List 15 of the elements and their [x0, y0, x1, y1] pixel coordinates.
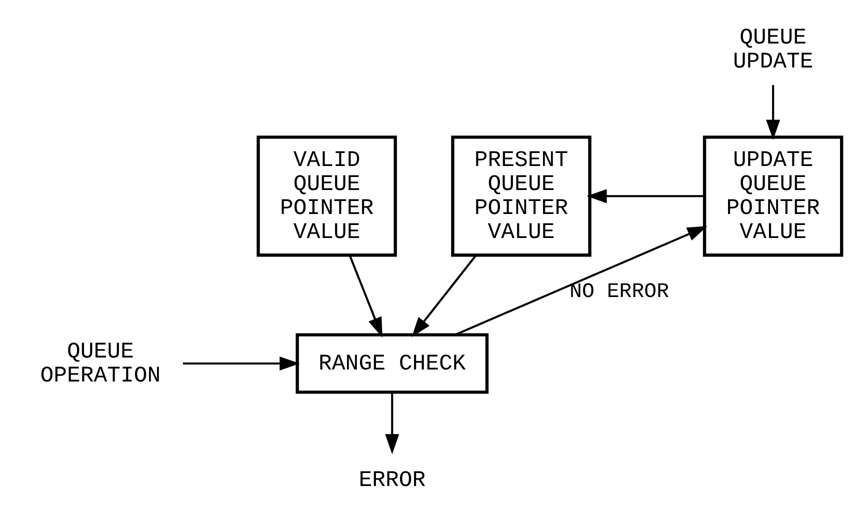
arrow — [586, 189, 705, 204]
arrow — [182, 356, 300, 371]
node-text: QUEUE OPERATION — [40, 338, 161, 388]
node-box: VALID QUEUE POINTER VALUE — [256, 136, 397, 257]
node-box: UPDATE QUEUE POINTER VALUE — [702, 136, 844, 257]
node-box: PRESENT QUEUE POINTER VALUE — [451, 136, 592, 257]
arrow — [348, 254, 382, 338]
node-box: RANGE CHECK — [296, 333, 489, 394]
node-text: QUEUE UPDATE — [732, 24, 814, 74]
arrow — [412, 254, 477, 338]
arrow — [454, 226, 708, 336]
edge-label: NO ERROR — [570, 281, 670, 304]
node-text: ERROR — [358, 466, 426, 493]
arrow — [766, 85, 780, 140]
arrow — [385, 392, 400, 454]
